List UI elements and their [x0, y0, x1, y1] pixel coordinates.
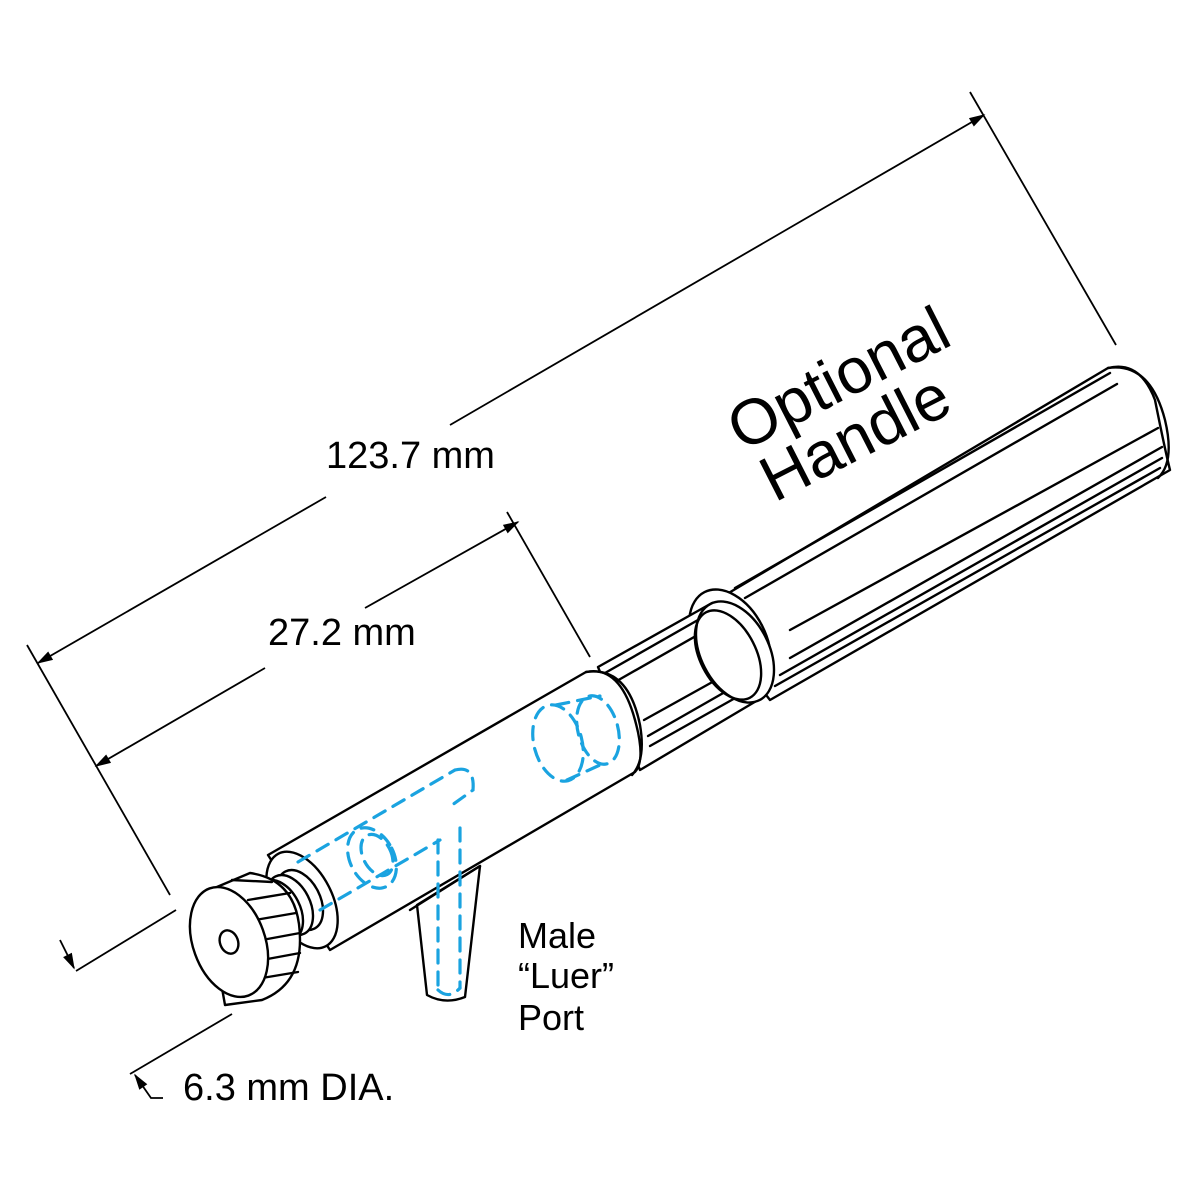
dimension-arrow-right: [449, 114, 986, 426]
handle-flute-5: [778, 456, 1164, 677]
hidden-valve-ring-1: [346, 826, 398, 890]
dia-arrow-top: [59, 939, 75, 970]
diameter-dimension: [59, 909, 233, 1099]
handle-flute-6: [773, 466, 1162, 688]
port-label-line2: “Luer”: [518, 955, 614, 996]
luer-port-junction: [408, 864, 482, 912]
port-label-line1: Male: [518, 915, 596, 956]
extension-line-right: [969, 91, 1117, 346]
extension-line-dia-top: [75, 909, 177, 972]
hidden-chamber-bottom: [565, 763, 602, 782]
hidden-port-channel-tip: [436, 986, 462, 997]
body-length-dimension: [94, 511, 591, 767]
shaft-collar-inner: [693, 609, 763, 701]
handle-flute-2: [743, 382, 1119, 600]
diameter-label: 6.3 mm DIA.: [183, 1067, 394, 1109]
knurled-cap: [188, 871, 302, 1007]
overall-length-label: 123.7 mm: [326, 435, 495, 477]
hidden-bore-top: [296, 768, 457, 864]
handle-flute-3: [788, 426, 1160, 632]
shaft-collar: [694, 600, 776, 704]
dia-arrow-bottom: [134, 1073, 163, 1099]
knurl-line-6: [260, 970, 300, 980]
hidden-channel-end: [446, 767, 475, 810]
overall-length-dimension: [26, 91, 1117, 896]
handle-end-cap: [1106, 366, 1170, 480]
luer-port: [408, 864, 482, 1002]
knurl-line-3: [253, 911, 298, 922]
optional-handle: [687, 365, 1172, 702]
cap-center-hole: [218, 929, 240, 955]
extension-line-body-right: [506, 511, 591, 658]
dimension-arrow-left: [36, 496, 327, 664]
dimension-arrow-body-right: [364, 521, 520, 609]
handle-flute-1: [733, 371, 1112, 590]
hidden-valve-ring-2: [359, 832, 395, 878]
knurl-line-2: [246, 891, 292, 902]
hidden-chamber-top: [554, 694, 602, 707]
dimension-arrow-body-left: [94, 667, 266, 767]
knurl-line-1: [230, 878, 274, 884]
handle-flute-4: [788, 445, 1164, 660]
hidden-features: [296, 694, 621, 997]
body-length-label: 27.2 mm: [268, 612, 416, 654]
hidden-chamber-2: [575, 694, 621, 766]
knurl-line-4: [260, 931, 302, 942]
extension-line-dia-bottom: [129, 1013, 233, 1075]
extension-line-left-outer: [26, 644, 171, 896]
port-label-line3: Port: [518, 997, 584, 1038]
body-tube-front-end: [584, 670, 643, 777]
luer-port-outline: [415, 864, 482, 1002]
shaft-flute-1: [603, 610, 714, 675]
